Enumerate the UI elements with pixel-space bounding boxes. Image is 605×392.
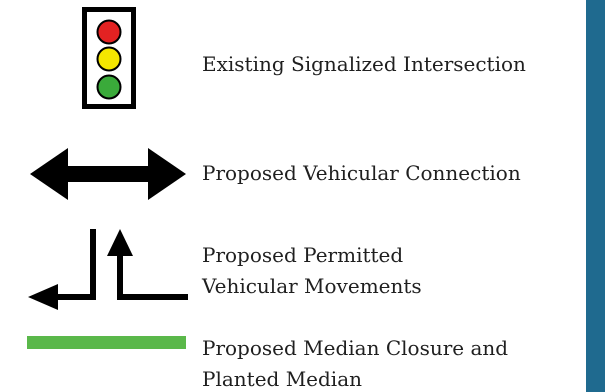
legend-label-line: Proposed Permitted	[202, 243, 404, 267]
legend-label-line: Planted Median	[202, 367, 363, 391]
legend-label-line: Proposed Median Closure and	[202, 336, 509, 360]
legend-label-vehicular-connection: Proposed Vehicular Connection	[202, 161, 521, 185]
legend-label-signalized-intersection: Existing Signalized Intersection	[202, 52, 526, 76]
legend-label-line: Vehicular Movements	[202, 274, 422, 298]
right-edge-bar	[586, 0, 605, 392]
traffic-signal-icon	[82, 7, 136, 109]
double-arrow-icon	[30, 148, 186, 200]
legend-label-median-closure: Proposed Median Closure and Planted Medi…	[202, 336, 508, 392]
legend-label-permitted-movements: Proposed Permitted Vehicular Movements	[202, 243, 422, 299]
turn-arrows-icon	[28, 229, 188, 310]
green-bar-icon	[27, 336, 186, 349]
